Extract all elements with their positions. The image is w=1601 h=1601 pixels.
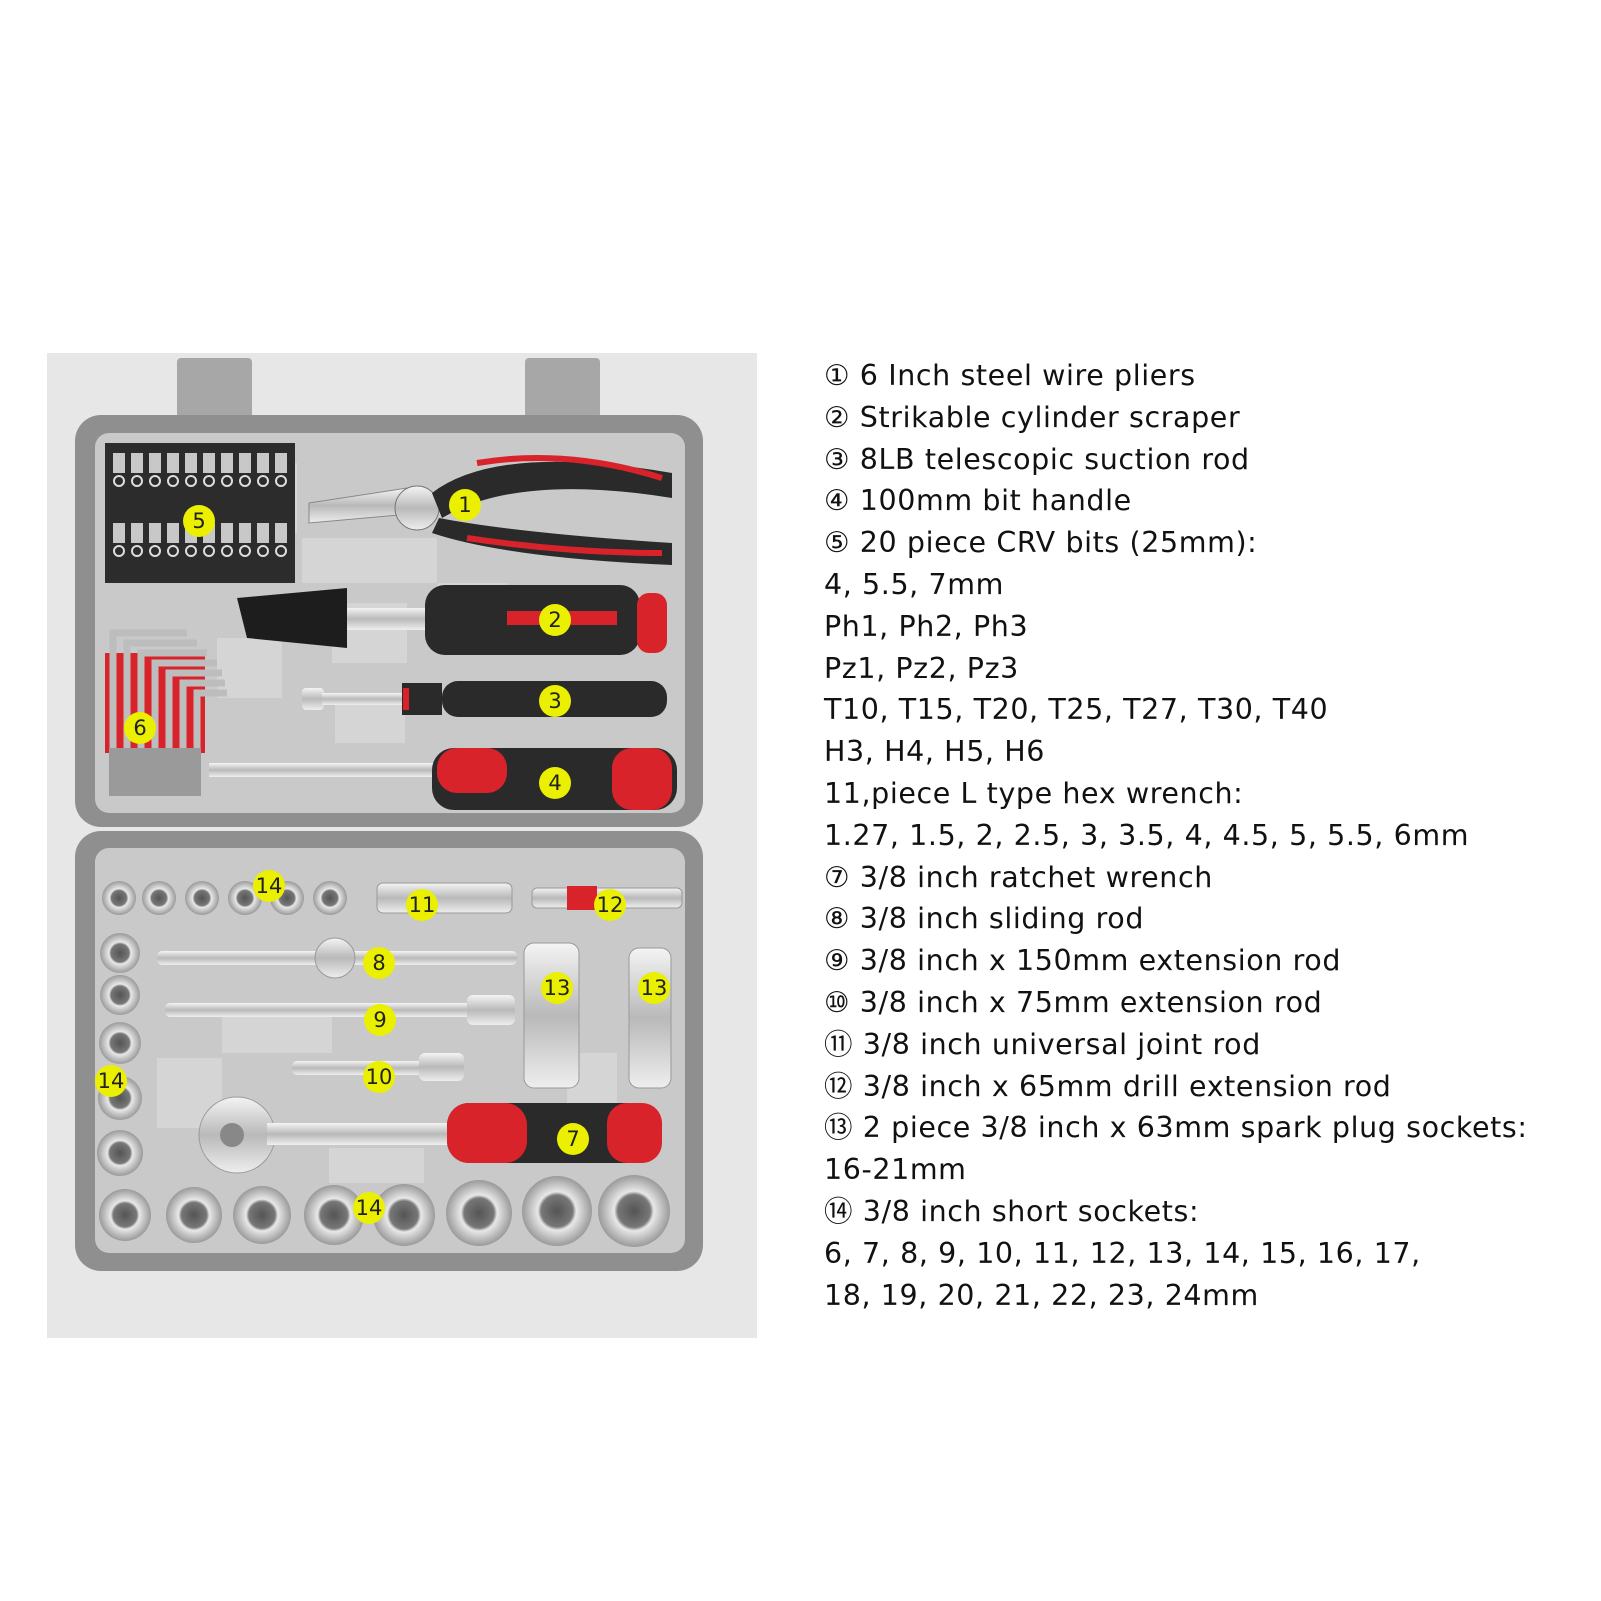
marker-11-label: 11 [409, 893, 436, 917]
marker-14-c: 14 [353, 1192, 385, 1224]
socket-top-row [102, 881, 347, 915]
marker-12-label: 12 [597, 893, 624, 917]
scraper [237, 585, 667, 655]
marker-10: 10 [363, 1061, 395, 1093]
marker-6-label: 6 [133, 716, 146, 740]
marker-13-a-label: 13 [544, 976, 571, 1000]
case-hinge-right [525, 358, 600, 418]
marker-4-label: 4 [548, 771, 561, 795]
marker-7: 7 [557, 1123, 589, 1155]
marker-2: 2 [539, 604, 571, 636]
marker-7-label: 7 [566, 1127, 579, 1151]
sliding-rod [157, 937, 517, 979]
description-line: 11,piece L type hex wrench: [824, 776, 1244, 810]
marker-5: 5 [183, 505, 215, 537]
hex-key-set [105, 629, 227, 796]
marker-9-label: 9 [373, 1008, 386, 1032]
description-line: 1.27, 1.5, 2, 2.5, 3, 3.5, 4, 4.5, 5, 5.… [824, 818, 1470, 852]
marker-14-b-label: 14 [98, 1069, 125, 1093]
case-hinge-left [177, 358, 252, 418]
parts-description-list: ① 6 Inch steel wire pliers ② Strikable c… [824, 355, 1594, 1316]
marker-2-label: 2 [548, 608, 561, 632]
marker-8: 8 [363, 947, 395, 979]
marker-13-b: 13 [638, 972, 670, 1004]
description-line: ⑬ 2 piece 3/8 inch x 63mm spark plug soc… [824, 1111, 1528, 1145]
socket-left-column [97, 933, 143, 1176]
description-line: ⑪ 3/8 inch universal joint rod [824, 1027, 1261, 1061]
extension-150mm [165, 995, 515, 1025]
marker-9: 9 [364, 1004, 396, 1036]
marker-8-label: 8 [372, 951, 385, 975]
description-line: H3, H4, H5, H6 [824, 735, 1046, 769]
ratchet-wrench [198, 1096, 662, 1174]
description-line: ⑦ 3/8 inch ratchet wrench [824, 860, 1213, 894]
marker-14-a-label: 14 [256, 874, 283, 898]
universal-joint [376, 882, 513, 914]
marker-14-c-label: 14 [356, 1196, 383, 1220]
marker-4: 4 [539, 767, 571, 799]
toolkit-illustration: 1 2 3 4 5 6 7 8 [75, 358, 703, 1271]
description-line: T10, T15, T20, T25, T27, T30, T40 [824, 693, 1329, 727]
description-line: ⑫ 3/8 inch x 65mm drill extension rod [824, 1069, 1392, 1103]
description-line: Pz1, Pz2, Pz3 [824, 651, 1019, 685]
marker-1: 1 [449, 489, 481, 521]
description-line: 6, 7, 8, 9, 10, 11, 12, 13, 14, 15, 16, … [824, 1236, 1421, 1270]
marker-11: 11 [406, 889, 438, 921]
socket-bottom-row [99, 1175, 670, 1247]
description-line: ⑨ 3/8 inch x 150mm extension rod [824, 944, 1342, 978]
pliers [308, 455, 672, 565]
description-line: ① 6 Inch steel wire pliers [824, 359, 1196, 392]
marker-3-label: 3 [548, 689, 561, 713]
marker-1-label: 1 [458, 493, 471, 517]
marker-13-b-label: 13 [641, 976, 668, 1000]
spark-plug-socket-small [628, 947, 672, 1089]
toolkit-photo: 1 2 3 4 5 6 7 8 [47, 353, 757, 1338]
marker-10-label: 10 [366, 1065, 393, 1089]
description-line: ⑩ 3/8 inch x 75mm extension rod [824, 985, 1323, 1019]
description-line: ⑧ 3/8 inch sliding rod [824, 902, 1145, 936]
marker-5-label: 5 [192, 509, 205, 533]
marker-13-a: 13 [541, 972, 573, 1004]
description-line: ③ 8LB telescopic suction rod [824, 442, 1250, 476]
description-line: ④ 100mm bit handle [824, 484, 1132, 518]
marker-14-a: 14 [253, 870, 285, 902]
description-line: ⑭ 3/8 inch short sockets: [824, 1194, 1200, 1228]
description-line: 4, 5.5, 7mm [824, 567, 1004, 601]
marker-3: 3 [539, 685, 571, 717]
marker-14-b: 14 [95, 1065, 127, 1097]
marker-12: 12 [594, 889, 626, 921]
description-line: ⑤ 20 piece CRV bits (25mm): [824, 526, 1258, 560]
description-line: 16-21mm [824, 1153, 967, 1187]
description-line: ② Strikable cylinder scraper [824, 400, 1241, 434]
description-line: 18, 19, 20, 21, 22, 23, 24mm [824, 1278, 1259, 1312]
description-line: Ph1, Ph2, Ph3 [824, 609, 1029, 643]
marker-6: 6 [124, 712, 156, 744]
spark-plug-socket-large [523, 942, 580, 1089]
